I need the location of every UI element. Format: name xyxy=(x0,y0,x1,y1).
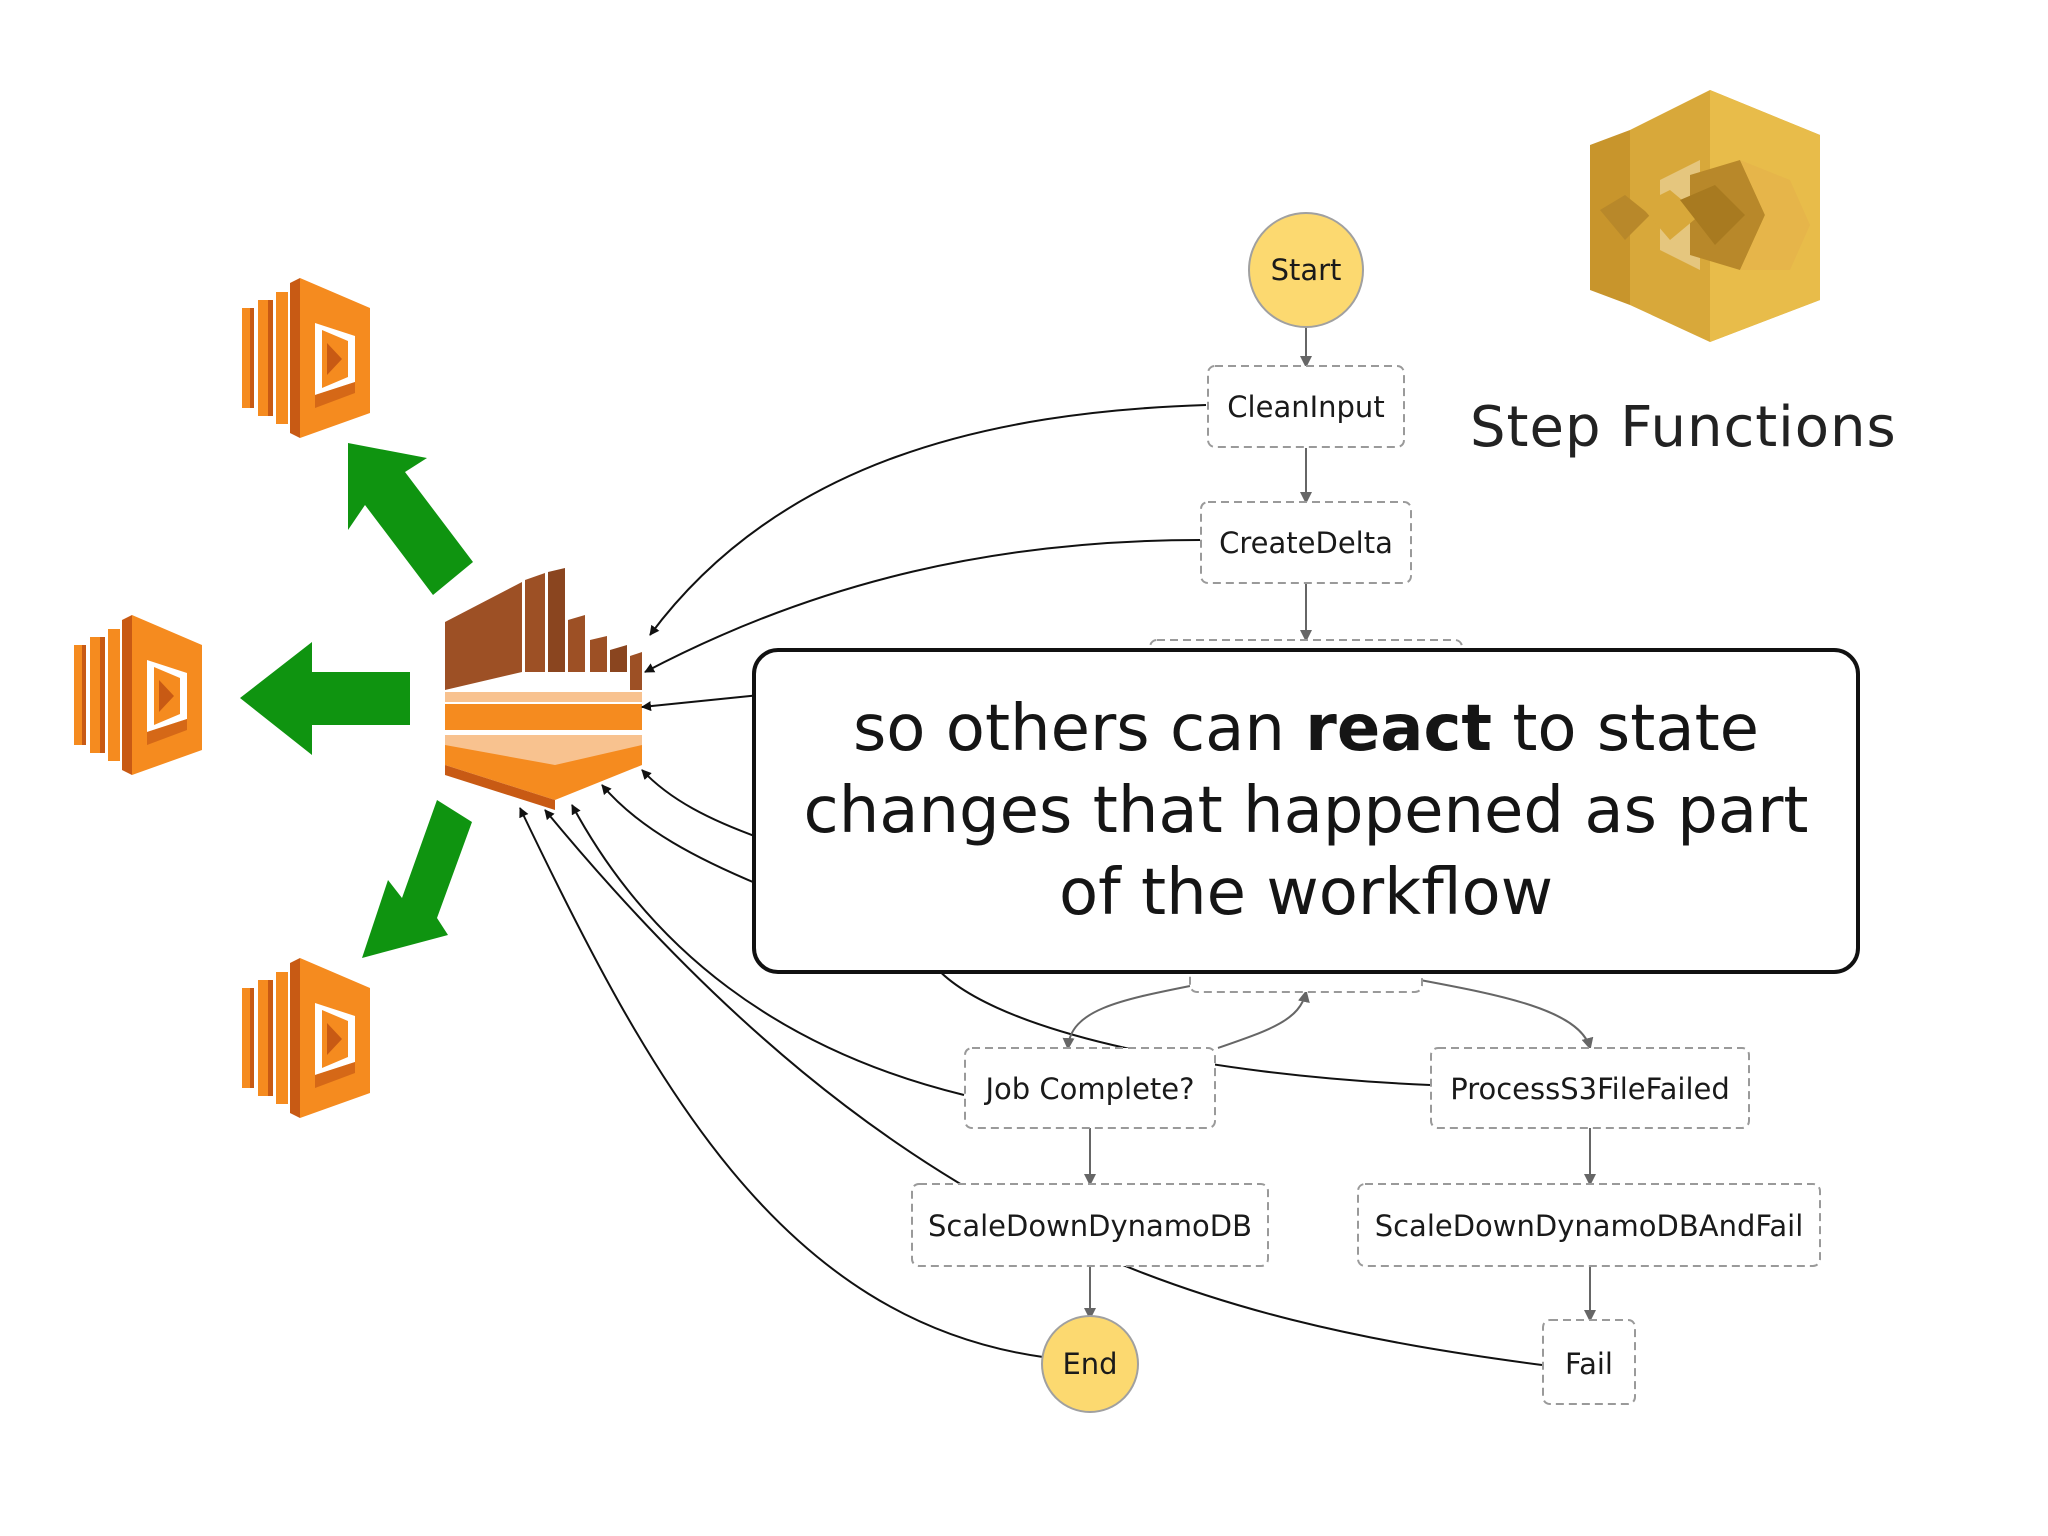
connector-hidden-2 xyxy=(641,769,761,839)
state-processfailed: ProcessS3FileFailed xyxy=(1430,1047,1750,1129)
state-createdelta-label: CreateDelta xyxy=(1219,526,1393,560)
green-arrow-icon-down xyxy=(362,800,472,958)
state-fail-label: Fail xyxy=(1565,1347,1613,1381)
connector-processfailed xyxy=(929,959,1431,1086)
green-arrow-icon-left xyxy=(240,642,410,755)
callout-text-after: to state changes that happened as part o… xyxy=(803,692,1809,930)
state-jobcomplete-label: Job Complete? xyxy=(983,1072,1194,1106)
state-createdelta: CreateDelta xyxy=(1200,501,1412,584)
workflow-edges xyxy=(1062,327,1596,1322)
state-fail: Fail xyxy=(1542,1319,1636,1405)
state-scaledown-label: ScaleDownDynamoDB xyxy=(928,1209,1252,1243)
connector-hidden-1 xyxy=(641,694,761,712)
step-functions-caption: Step Functions xyxy=(1470,395,1897,460)
state-start-label: Start xyxy=(1271,253,1342,287)
callout-text-before: so others can xyxy=(852,692,1306,766)
connector-end xyxy=(519,807,1044,1358)
callout-box: so others can react to state changes tha… xyxy=(752,648,1860,974)
state-cleaninput: CleanInput xyxy=(1207,365,1405,448)
callout-text-emphasis: react xyxy=(1305,692,1492,766)
lambda-icon-bottom xyxy=(242,958,370,1118)
state-scaledown: ScaleDownDynamoDB xyxy=(911,1183,1269,1267)
step-functions-icon xyxy=(1590,90,1820,342)
connector-hidden-3 xyxy=(601,784,761,886)
connector-cleaninput xyxy=(649,404,1207,636)
state-end-label: End xyxy=(1062,1347,1117,1381)
state-start: Start xyxy=(1248,212,1364,328)
green-arrow-icon-up xyxy=(348,443,473,595)
callout-text: so others can react to state changes tha… xyxy=(796,688,1816,934)
connector-createdelta xyxy=(644,539,1201,673)
lambda-icon-middle xyxy=(74,615,202,775)
eventbridge-icon xyxy=(445,568,642,810)
state-cleaninput-label: CleanInput xyxy=(1227,390,1384,424)
state-scaledown-fail-label: ScaleDownDynamoDBAndFail xyxy=(1375,1209,1804,1243)
state-processfailed-label: ProcessS3FileFailed xyxy=(1450,1072,1730,1106)
state-scaledown-fail: ScaleDownDynamoDBAndFail xyxy=(1357,1183,1821,1267)
lambda-icon-top xyxy=(242,278,370,438)
state-jobcomplete: Job Complete? xyxy=(964,1047,1216,1129)
connector-jobcomplete xyxy=(571,804,965,1096)
state-end: End xyxy=(1041,1315,1139,1413)
